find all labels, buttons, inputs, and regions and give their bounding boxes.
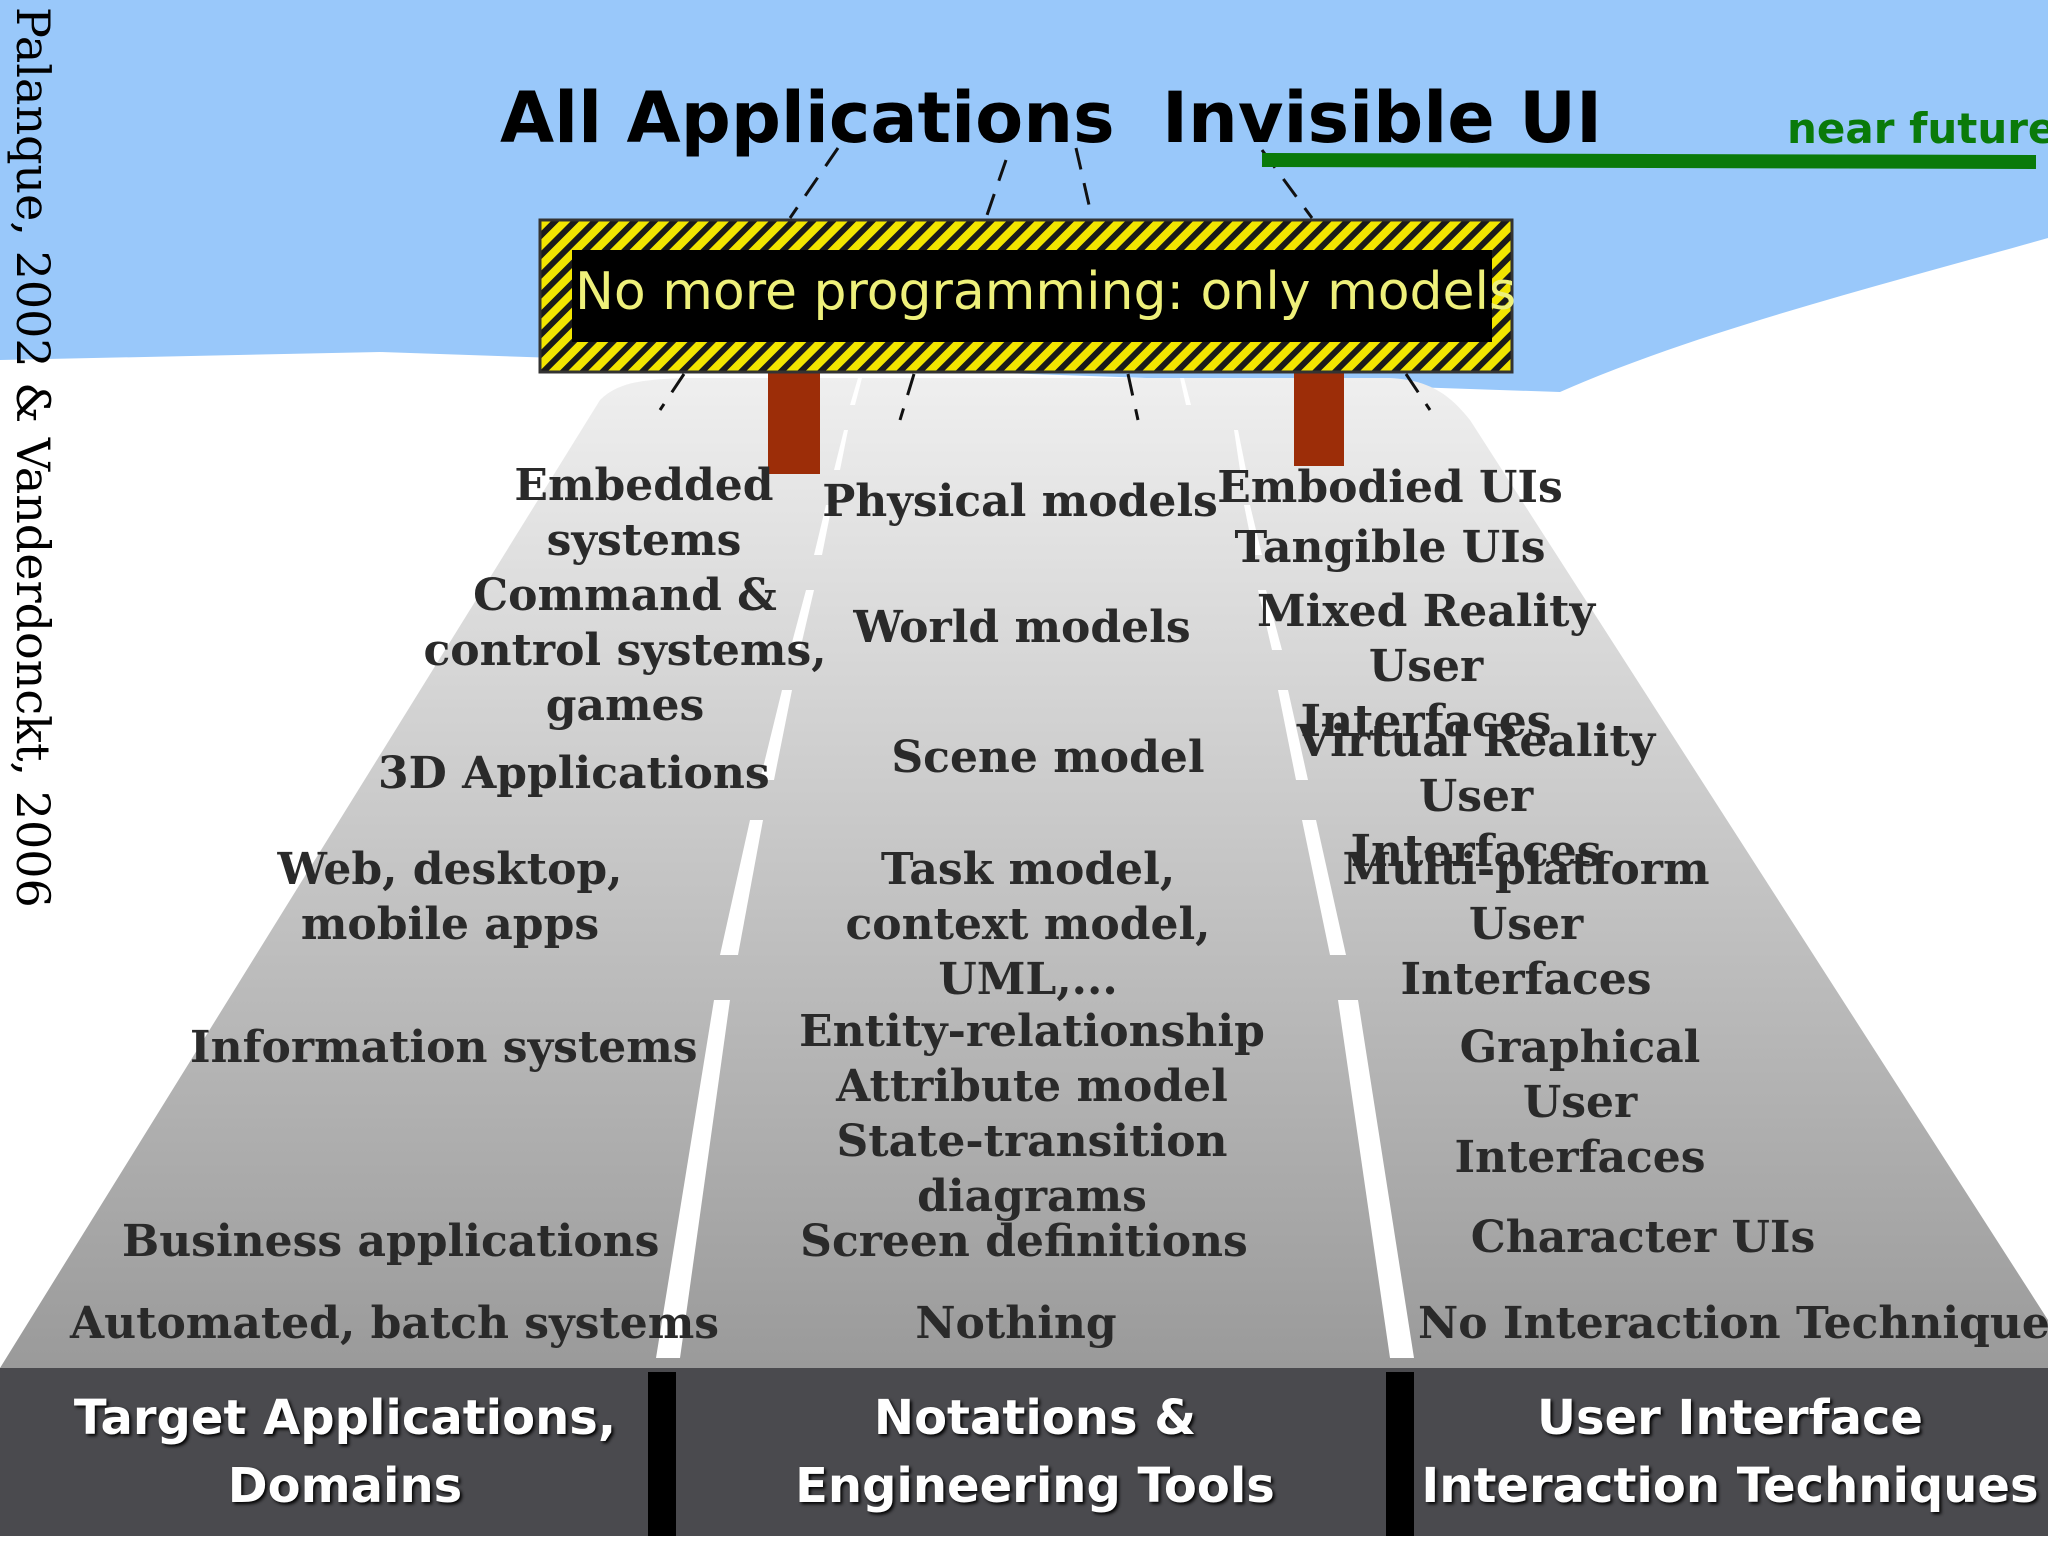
notation-er-state-transition: Entity-relationship Attribute model Stat… [722,1004,1342,1224]
footer-label: User Interface Interaction Techniques [1421,1390,2039,1514]
sign-post-right [1294,372,1344,466]
notation-task-context-uml: Task model, context model, UML,... [758,842,1298,1007]
ui-virtual-reality: Virtual Reality User Interfaces [1296,714,1656,879]
app-3d-applications: 3D Applications [378,746,770,801]
near-future-label: near future [1787,104,2048,153]
sign-post-left [768,372,820,474]
ui-embodied: Embodied UIs [1210,460,1570,515]
app-label: 3D Applications [378,748,770,799]
ui-mixed-reality: Mixed Reality User Interfaces [1246,584,1606,749]
app-label: Embedded systems [514,460,774,566]
credit-text: Palanque, 2002 & Vanderdonckt, 2006 [6,7,60,908]
app-automated-batch: Automated, batch systems [70,1296,719,1351]
ui-label: Multi-platform User Interfaces [1342,844,1710,1005]
notation-label: Entity-relationship Attribute model Stat… [799,1006,1265,1222]
ui-label: Embodied UIs [1217,462,1563,513]
app-information-systems: Information systems [190,1020,698,1075]
footer-notations-tools: Notations & Engineering Tools [690,1384,1380,1520]
notation-world-models: World models [822,600,1222,655]
road [0,378,2048,1368]
notation-screen-definitions: Screen definitions [784,1214,1264,1269]
app-business-applications: Business applications [122,1214,659,1269]
sign-board [538,218,1514,374]
ui-label: Graphical User Interfaces [1454,1022,1706,1183]
notation-scene-model: Scene model [848,730,1248,785]
ui-label: Mixed Reality User Interfaces [1256,586,1596,747]
footer-divider-right [1386,1372,1414,1536]
app-embedded-systems: Embedded systems [459,458,829,568]
notation-nothing: Nothing [866,1296,1166,1351]
notation-label: Physical models [822,476,1218,527]
footer-label: Notations & Engineering Tools [795,1390,1275,1514]
app-label: Automated, batch systems [70,1298,720,1349]
notation-label: Task model, context model, UML,... [845,844,1211,1005]
ui-label: Tangible UIs [1234,522,1546,573]
ui-character: Character UIs [1458,1210,1828,1265]
app-label: Business applications [122,1216,660,1267]
near-future-line [1261,153,2037,169]
app-label: Command & control systems, games [423,570,827,731]
ui-label: Character UIs [1470,1212,1816,1263]
notation-label: Screen definitions [800,1216,1248,1267]
ui-label: Virtual Reality User Interfaces [1296,716,1656,877]
title-all-applications: All Applications [500,77,1115,159]
guide-lines [658,147,1432,421]
footer-ui-techniques: User Interface Interaction Techniques [1420,1384,2040,1520]
lane-markings [656,378,1414,1358]
app-web-desktop-mobile: Web, desktop, mobile apps [270,842,630,952]
sky [0,0,2048,392]
app-command-control: Command & control systems, games [420,568,830,733]
footer-target-applications: Target Applications, Domains [40,1384,650,1520]
ui-tangible: Tangible UIs [1210,520,1570,575]
notation-label: World models [853,602,1191,653]
footer-bar [0,1368,2048,1536]
app-label: Web, desktop, mobile apps [277,844,623,950]
ui-graphical: Graphical User Interfaces [1400,1020,1760,1185]
ui-no-interaction: No Interaction Technique [1418,1296,2048,1351]
ui-multi-platform: Multi-platform User Interfaces [1336,842,1716,1007]
notation-physical-models: Physical models [820,474,1220,529]
notation-label: Nothing [915,1298,1117,1349]
footer-divider-left [648,1372,676,1536]
app-label: Information systems [190,1022,698,1073]
notation-label: Scene model [891,732,1205,783]
title-invisible-ui: Invisible UI [1162,77,1602,159]
footer-label: Target Applications, Domains [73,1390,617,1514]
ui-label: No Interaction Technique [1418,1298,2048,1349]
sign-text: No more programming: only models [575,262,1517,322]
